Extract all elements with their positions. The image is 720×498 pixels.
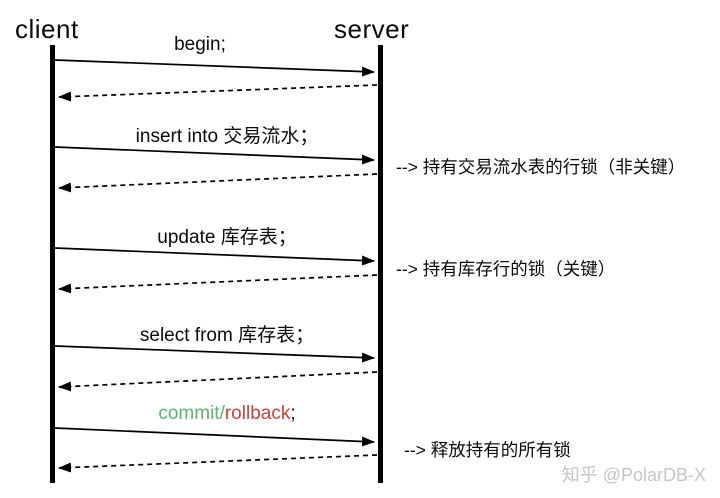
return-commit	[58, 454, 378, 473]
arrow-insert	[54, 146, 375, 165]
arrow-commit	[54, 427, 375, 447]
return-insert	[58, 173, 378, 193]
return-begin	[58, 84, 378, 102]
message-label-insert: insert into 交易流水；	[135, 126, 319, 147]
message-label-select: select from 库存表；	[139, 325, 315, 346]
return-select	[58, 371, 378, 392]
commit-text: commit/	[158, 403, 225, 424]
annotation-insert-lock: --> 持有交易流水表的行锁（非关键）	[396, 157, 686, 177]
zhihu-watermark: 知乎 @PolarDB-X	[561, 465, 706, 485]
message-label-begin: begin;	[174, 34, 226, 55]
message-label-commit-rollback: commit/rollback;	[66, 403, 388, 425]
arrow-select	[54, 345, 375, 363]
commit-semicolon-text: ;	[290, 403, 296, 424]
arrow-begin	[54, 59, 375, 77]
annotation-update-lock: --> 持有库存行的锁（关键）	[396, 259, 616, 279]
annotation-release-locks: --> 释放持有的所有锁	[404, 440, 571, 460]
arrow-update	[54, 247, 375, 266]
server-lifeline-label: server	[334, 14, 410, 44]
client-lifeline-label: client	[15, 14, 79, 44]
rollback-text: rollback	[224, 403, 291, 424]
message-label-update: update 库存表；	[157, 227, 297, 248]
return-update	[58, 274, 378, 294]
